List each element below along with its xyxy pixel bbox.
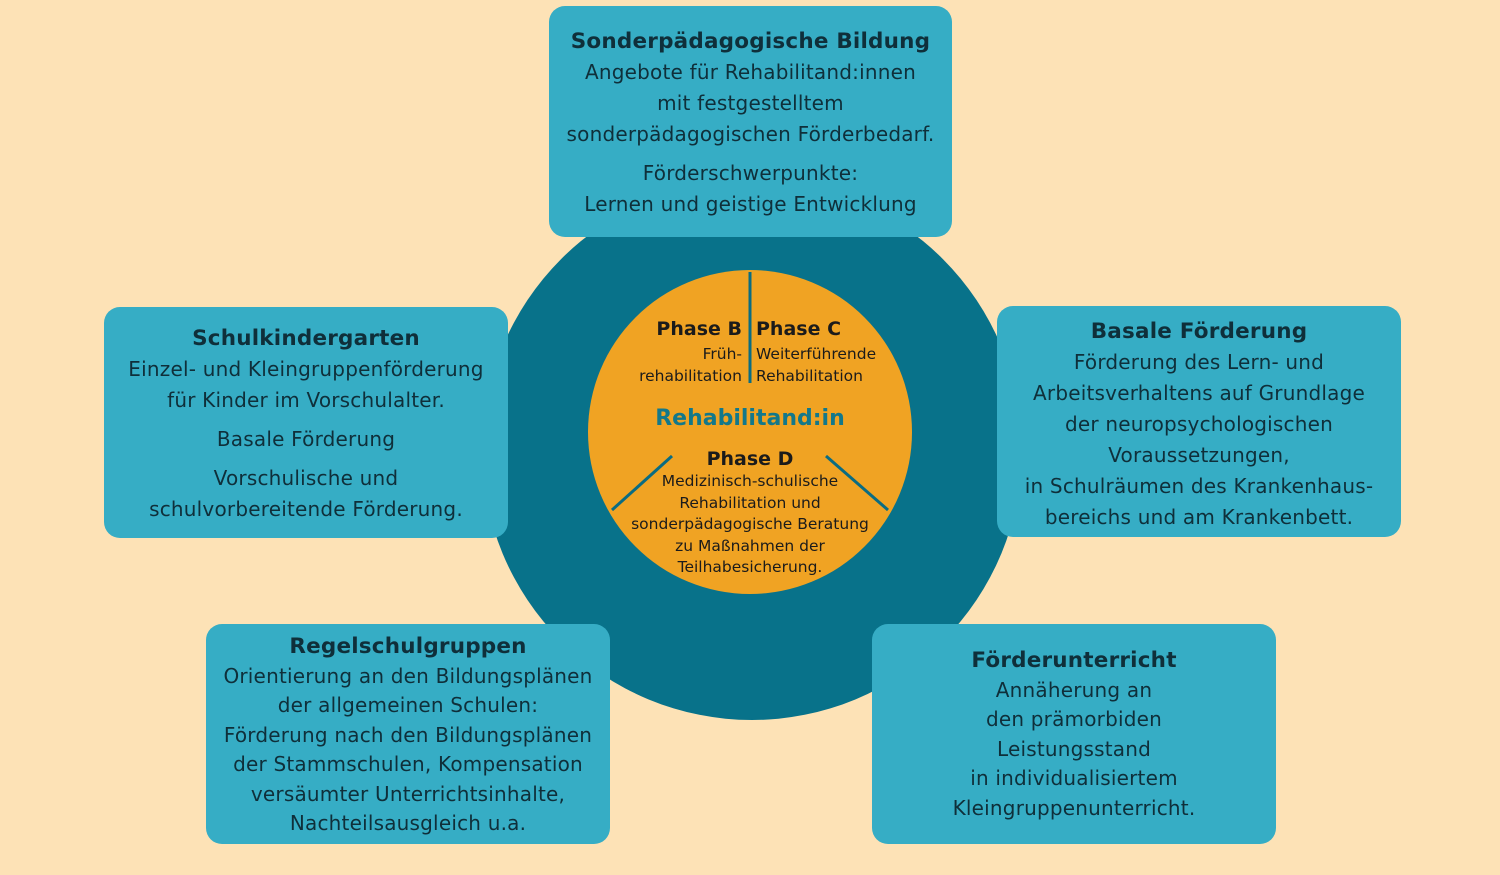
- box-line: Vorschulische und: [213, 466, 399, 490]
- box-line: mit festgestelltem: [657, 91, 844, 115]
- phase-b-title: Phase B: [656, 318, 742, 340]
- phase-c-desc: Weiterführende Rehabilitation: [756, 343, 876, 387]
- box-paragraph: Förderschwerpunkte: Lernen und geistige …: [559, 158, 942, 220]
- box-paragraph: Angebote für Rehabilitand:innen mit fest…: [559, 57, 942, 150]
- box-title: Basale Förderung: [1090, 319, 1308, 344]
- box-line: für Kinder im Vorschulalter.: [167, 388, 445, 412]
- phase-c-title: Phase C: [756, 318, 842, 340]
- box-line: Nachteilsausgleich u.a.: [289, 811, 527, 835]
- box-line: sonderpädagogischen Förderbedarf.: [566, 122, 935, 146]
- box-line: Voraussetzungen,: [1108, 443, 1290, 467]
- phase-b-line: Früh-: [702, 345, 742, 363]
- box-line: Förderung nach den Bildungsplänen: [223, 722, 593, 747]
- box-paragraph: Förderung des Lern- und Arbeitsverhalten…: [1007, 347, 1391, 533]
- box-line: Annäherung an: [995, 677, 1153, 702]
- box-line: in Schulräumen des Krankenhaus-: [1024, 474, 1374, 498]
- box-title: Sonderpädagogische Bildung: [570, 29, 931, 54]
- phase-c-line: Weiterführende: [756, 345, 877, 363]
- box-line: Angebote für Rehabilitand:innen: [585, 60, 916, 84]
- box-foerderunterricht: Förderunterricht Annäherung an den prämo…: [872, 624, 1276, 844]
- box-line: Kleingruppenunterricht.: [952, 795, 1196, 820]
- box-line: Förderschwerpunkte:: [642, 161, 859, 185]
- box-line: Förderung des Lern- und: [1073, 350, 1325, 374]
- box-line: der neuropsychologischen: [1064, 412, 1334, 436]
- box-line: Arbeitsverhaltens auf Grundlage: [1033, 381, 1365, 405]
- box-line: Lernen und geistige Entwicklung: [584, 192, 917, 216]
- divider-right: [825, 454, 889, 512]
- phase-b-desc: Früh- rehabilitation: [639, 343, 742, 387]
- phase-d-line: Rehabilitation und: [679, 493, 821, 512]
- phase-d-line: Teilhabesicherung.: [677, 558, 823, 576]
- phase-d-desc: Medizinisch-schulische Rehabilitation un…: [600, 471, 900, 579]
- box-line: in individualisiertem: [970, 766, 1178, 790]
- phase-d-line: zu Maßnahmen der: [675, 536, 825, 555]
- inner-circle: [588, 270, 912, 594]
- box-basale-foerderung: Basale Förderung Förderung des Lern- und…: [997, 306, 1401, 537]
- box-line: der Stammschulen, Kompensation: [233, 752, 583, 776]
- box-paragraph: Einzel- und Kleingruppenförderung für Ki…: [114, 354, 498, 416]
- phase-d-title: Phase D: [706, 448, 794, 470]
- phase-d-line: sonderpädagogische Beratung: [631, 515, 869, 533]
- box-title: Förderunterricht: [971, 648, 1177, 673]
- divider-left: [610, 454, 674, 512]
- box-line: den prämorbiden: [985, 707, 1163, 731]
- box-title: Regelschulgruppen: [289, 634, 527, 659]
- box-paragraph: Annäherung an den prämorbiden Leistungss…: [882, 676, 1266, 824]
- box-paragraph: Orientierung an den Bildungsplänen der a…: [216, 662, 600, 839]
- box-line: schulvorbereitende Förderung.: [149, 497, 463, 521]
- box-line: Basale Förderung: [216, 427, 396, 451]
- box-line: Orientierung an den Bildungsplänen: [223, 663, 593, 688]
- center-label: Rehabilitand:in: [655, 406, 845, 431]
- phase-b-line: rehabilitation: [639, 367, 742, 385]
- box-line: versäumter Unterrichtsinhalte,: [250, 781, 566, 806]
- box-title: Schulkindergarten: [192, 326, 420, 351]
- box-line: Einzel- und Kleingruppenförderung: [128, 357, 484, 381]
- box-paragraph: Basale Förderung: [114, 424, 498, 455]
- box-schulkindergarten: Schulkindergarten Einzel- und Kleingrupp…: [104, 307, 508, 538]
- box-sonderpaedagogische-bildung: Sonderpädagogische Bildung Angebote für …: [549, 6, 952, 237]
- box-line: bereichs und am Krankenbett.: [1044, 505, 1354, 529]
- phase-d-line: Medizinisch-schulische: [661, 472, 839, 490]
- box-line: Leistungsstand: [996, 736, 1152, 761]
- box-line: der allgemeinen Schulen:: [277, 693, 539, 717]
- phase-c-line: Rehabilitation: [756, 367, 863, 385]
- box-paragraph: Vorschulische und schulvorbereitende För…: [114, 463, 498, 525]
- box-regelschulgruppen: Regelschulgruppen Orientierung an den Bi…: [206, 624, 610, 844]
